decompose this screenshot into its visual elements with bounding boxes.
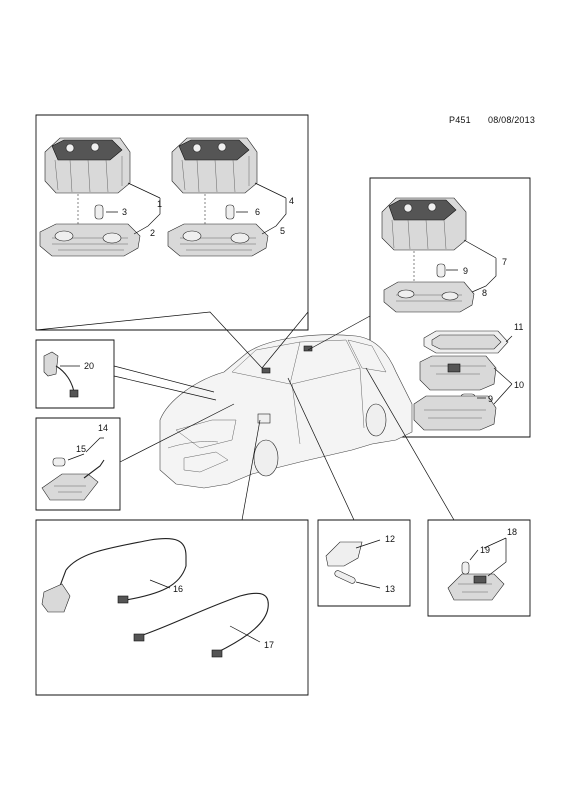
callout-15: 15: [76, 444, 86, 454]
callout-11: 11: [514, 322, 523, 332]
lens-8: [383, 281, 475, 313]
leader-rear-dome: [307, 315, 371, 351]
seal-11: [423, 330, 509, 354]
lamp-18: [447, 573, 505, 601]
lens-10: [413, 395, 497, 431]
callout-20: 20: [84, 361, 94, 371]
bulb-15: [52, 457, 66, 467]
callout-7: 7: [502, 257, 507, 267]
panel-frame: [427, 519, 531, 617]
leader-12-13: [287, 377, 355, 521]
callout-5: 5: [280, 226, 285, 236]
leader-18-19: [365, 367, 455, 521]
callout-14: 14: [98, 423, 108, 433]
callout-4: 4: [289, 196, 294, 206]
bulb-13: [334, 570, 356, 584]
callout-19: 19: [480, 545, 490, 555]
panel-frame: [35, 519, 309, 696]
callout-12: 12: [385, 534, 395, 544]
panel-frame: [35, 417, 121, 511]
callout-13: 13: [385, 584, 395, 594]
marker-glovebox: [257, 413, 271, 424]
panel-wiring-harness: 16 17: [35, 519, 309, 696]
callout-10: 10: [514, 380, 524, 390]
dome-lamp-housing-4: [171, 137, 258, 194]
lens-5: [167, 223, 269, 257]
harness-16: [41, 538, 187, 613]
callout-9-lower: 9: [488, 394, 493, 404]
callout-8: 8: [482, 288, 487, 298]
panel-switch-20: 20: [35, 339, 115, 409]
leader-switch: [113, 365, 217, 401]
callout-1: 1: [157, 199, 162, 209]
leader-front-dome: [35, 311, 263, 369]
vehicle-outline: [159, 334, 413, 489]
dome-lamp-housing-1: [44, 137, 131, 194]
bulb-3: [77, 194, 104, 226]
panel-glovebox-lamp: 14 15: [35, 417, 121, 511]
leader-front-dome-2: [261, 311, 309, 369]
panel-front-dome-lamps: 3 1 2 6 4 5: [35, 114, 309, 331]
callout-2: 2: [150, 228, 155, 238]
callout-9-upper: 9: [463, 266, 468, 276]
door-switch-20: [43, 351, 79, 398]
callout-17: 17: [264, 640, 274, 650]
lens-2: [39, 223, 141, 257]
reading-lamp-10: [419, 355, 497, 391]
callout-18: 18: [507, 527, 517, 537]
harness-17: [133, 592, 269, 658]
bulb-9-upper: [413, 251, 446, 282]
callout-16: 16: [173, 584, 183, 594]
callout-3: 3: [122, 207, 127, 217]
panel-courtesy-lamp: 18 19: [427, 519, 531, 617]
diagram-date: 08/08/2013: [488, 115, 536, 125]
panel-lens-and-bulb: 12 13: [317, 519, 411, 607]
leader-glovebox-lamp: [119, 403, 235, 463]
panel-rear-dome-lamps: 9 7 8 11 10 9: [369, 177, 531, 438]
callout-6: 6: [255, 207, 260, 217]
bulb-6: [204, 194, 235, 226]
panel-frame: [317, 519, 411, 607]
marker-rear-lamp: [303, 345, 313, 352]
diagram-code: P451: [449, 115, 471, 125]
lens-12: [325, 541, 363, 567]
leader-harness: [241, 419, 261, 521]
dome-lamp-housing-7: [381, 197, 467, 251]
panel-frame: [35, 339, 115, 409]
lamp-14: [41, 459, 105, 501]
bulb-19: [461, 561, 470, 575]
marker-front-lamp: [261, 367, 271, 374]
